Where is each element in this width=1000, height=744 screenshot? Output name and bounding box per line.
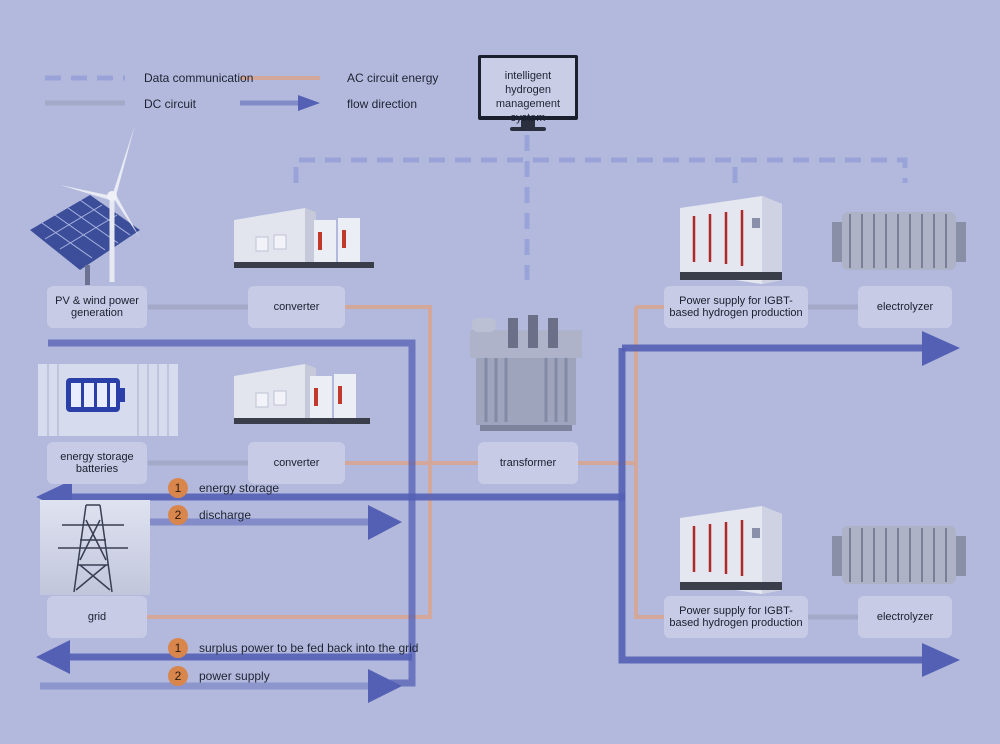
solar-panel-wind-turbine-icon (30, 125, 140, 285)
electrolyzer-top-label: electrolyzer (858, 286, 952, 328)
electrolyzer-stack-icon (832, 526, 966, 584)
flow-badge-energy-storage: 1 (168, 478, 188, 498)
legend-flow-direction: flow direction (347, 97, 418, 111)
energy-storage-label: energy storage batteries (47, 442, 147, 484)
flow-label-discharge: discharge (199, 508, 252, 522)
flow-badge-discharge: 2 (168, 505, 188, 525)
electrolyzer-bottom-label: electrolyzer (858, 596, 952, 638)
arrow-heads (36, 331, 960, 703)
power-supply-top-label: Power supply for IGBT-based hydrogen pro… (664, 286, 808, 328)
grid-label: grid (47, 596, 147, 638)
flow-badge-surplus: 1 (168, 638, 188, 658)
data-communication-lines (293, 135, 908, 280)
transformer-label: transformer (478, 442, 578, 484)
flow-badge-power-supply: 2 (168, 666, 188, 686)
dc-circuit-lines (148, 304, 858, 620)
battery-storage-container-icon (38, 364, 178, 436)
power-converter-cabinet-icon (234, 208, 374, 268)
flow-label-surplus: surplus power to be fed back into the gr… (199, 641, 419, 655)
flow-label-energy-storage: energy storage (199, 481, 280, 495)
power-supply-cabinet-icon (680, 506, 782, 594)
legend-samples (45, 75, 320, 111)
flow-label-power-supply: power supply (199, 669, 270, 683)
electrolyzer-stack-icon (832, 212, 966, 270)
monitor-icon (478, 55, 578, 131)
power-supply-cabinet-icon (680, 196, 782, 284)
legend-ac-circuit: AC circuit energy (347, 71, 439, 85)
legend-dc-circuit: DC circuit (144, 97, 197, 111)
power-supply-bottom-label: Power supply for IGBT-based hydrogen pro… (664, 596, 808, 638)
power-converter-cabinet-icon (234, 364, 370, 424)
converter-top-label: converter (248, 286, 345, 328)
transformer-icon (470, 315, 582, 431)
monitor-label: intelligent hydrogen management system (495, 70, 561, 124)
pv-wind-label: PV & wind power generation (47, 286, 147, 328)
converter-mid-label: converter (248, 442, 345, 484)
legend-data-communication: Data communication (144, 71, 254, 85)
transmission-tower-icon (40, 500, 150, 595)
